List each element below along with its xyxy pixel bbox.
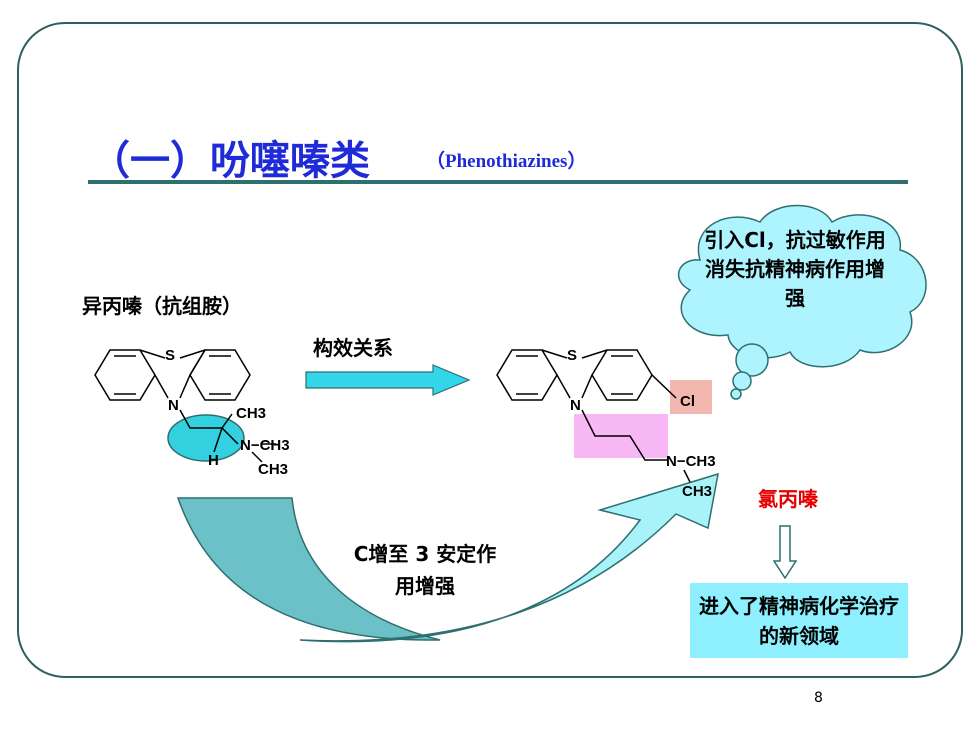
- curved-arrow-head: [299, 472, 719, 643]
- atom-s: S: [165, 347, 175, 364]
- slide-subtitle: （Phenothiazines）: [426, 151, 587, 172]
- promethazine-structure: [94, 349, 276, 463]
- promethazine-atoms: S N CH3 N−CH3 H CH3: [165, 347, 290, 478]
- thought-cloud: [677, 204, 927, 400]
- atom-n: N: [168, 397, 179, 414]
- chlorpromazine-atoms: S N Cl N−CH3 CH3: [567, 347, 716, 500]
- chlorpromazine-name: 氯丙嗪: [758, 487, 818, 511]
- curved-arrow-tail: [176, 497, 441, 641]
- page-number: 8: [814, 690, 823, 706]
- right-benzene-ring: [189, 349, 251, 401]
- atom-ch3-bottom: CH3: [258, 461, 288, 478]
- promethazine-name: 异丙嗪（抗组胺）: [82, 294, 242, 318]
- curve-note: C增至 3 安定作用增强: [353, 542, 497, 598]
- atom-ch3-top: CH3: [236, 405, 266, 422]
- atom-n-methyl: N−CH3: [240, 437, 290, 454]
- slide-frame: [17, 22, 963, 678]
- curved-arrow: [176, 472, 719, 643]
- atom-ch3-bottom: CH3: [682, 483, 712, 500]
- right-arrow: [305, 364, 471, 396]
- right-benzene-ring: [591, 349, 653, 401]
- left-benzene-ring: [94, 349, 156, 401]
- atom-cl: Cl: [680, 393, 695, 410]
- slide-title: （一）吩噻嗪类: [90, 137, 370, 184]
- chlorpromazine-structure: [496, 349, 712, 483]
- atom-s: S: [567, 347, 577, 364]
- side-chain-highlight: [167, 414, 245, 462]
- left-benzene-ring: [496, 349, 558, 401]
- title-underline: [88, 180, 908, 184]
- atom-n-methyl: N−CH3: [666, 453, 716, 470]
- result-box: 进入了精神病化学治疗的新领域: [690, 583, 908, 658]
- down-arrow: [773, 525, 797, 579]
- cloud-note: 引入Cl，抗过敏作用消失抗精神病作用增强: [704, 228, 886, 310]
- cl-highlight: [670, 380, 712, 414]
- structure-activity-label: 构效关系: [313, 336, 393, 360]
- atom-n: N: [570, 397, 581, 414]
- atom-h: H: [208, 452, 219, 469]
